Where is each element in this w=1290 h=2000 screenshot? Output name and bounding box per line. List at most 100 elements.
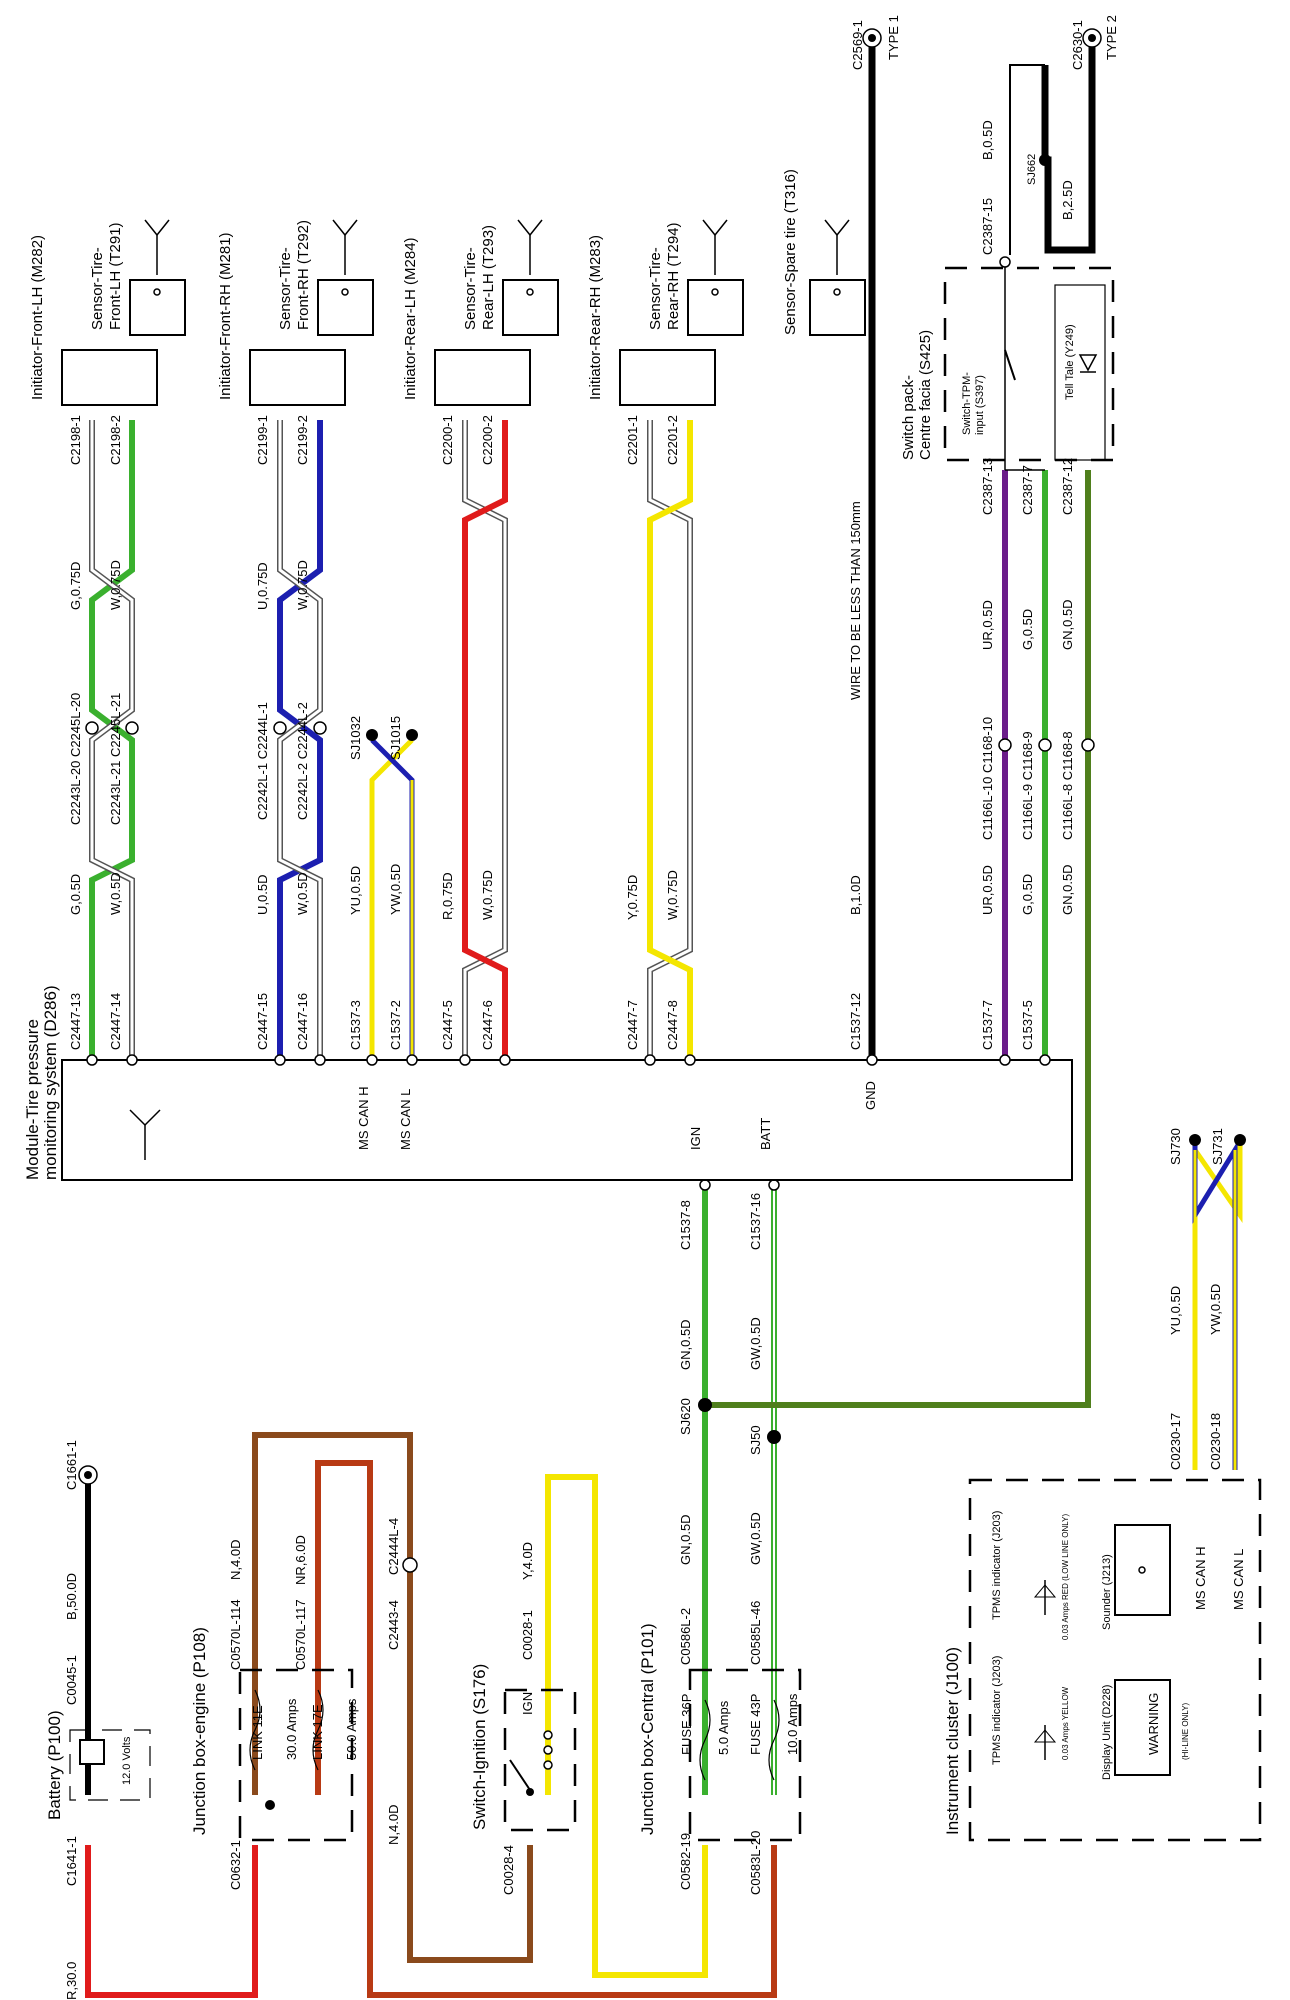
splice-sj731 bbox=[1234, 1134, 1246, 1146]
antenna-icon-rrh bbox=[702, 219, 728, 275]
display-unit-box bbox=[1114, 1679, 1171, 1776]
conn-c2199-1: C2199-1 bbox=[255, 415, 270, 465]
conn-c2447-5: C2447-5 bbox=[440, 1000, 455, 1050]
conn-c0583l-20: C0583L-20 bbox=[748, 1831, 763, 1895]
wire-label-b05: B,0.5D bbox=[980, 120, 995, 160]
wire-label-y4: Y,4.0D bbox=[520, 1542, 535, 1580]
sensor-rear-rh-line2: Rear-RH (T294) bbox=[665, 222, 682, 330]
switch-tpm-icon bbox=[1004, 349, 1016, 381]
wire-label-r075: R,0.75D bbox=[440, 872, 455, 920]
wire-label-yw05: YW,0.5D bbox=[1208, 1284, 1223, 1335]
wire-label-w075b: W,0.75D bbox=[295, 560, 310, 610]
tpms-indicator-yellow: TPMS indicator (J203) bbox=[991, 1656, 1003, 1765]
wire-label-b50: B,50.0D bbox=[64, 1573, 79, 1620]
cluster-ms-can-l: MS CAN L bbox=[1231, 1549, 1246, 1610]
splice-sj1015 bbox=[406, 729, 418, 741]
tpms-red-lamp-icon bbox=[1033, 1580, 1057, 1615]
wire-label-b1: B,1.0D bbox=[848, 875, 863, 915]
conn-c1661-1: C1661-1 bbox=[64, 1440, 79, 1490]
ignition-title: Switch-Ignition (S176) bbox=[470, 1664, 489, 1830]
splice-sj662 bbox=[1039, 154, 1051, 166]
conn-c1537-2: C1537-2 bbox=[388, 1000, 403, 1050]
conn-sj731: SJ731 bbox=[1210, 1128, 1225, 1165]
tell-tale-lamp-icon bbox=[1078, 354, 1098, 373]
tpms-yellow-lamp-icon bbox=[1033, 1725, 1057, 1760]
wire-label-nr6: NR,6.0D bbox=[293, 1535, 308, 1585]
module-batt: BATT bbox=[758, 1118, 773, 1150]
tpms-indicator-red-spec: 0.03 Amps RED (LOW LINE ONLY) bbox=[1061, 1514, 1070, 1640]
sounder-icon bbox=[1138, 1566, 1146, 1574]
module-gnd: GND bbox=[863, 1081, 878, 1110]
wire-label-yu05: YU,0.5D bbox=[1168, 1286, 1183, 1335]
conn-sj1015: SJ1015 bbox=[388, 716, 403, 760]
initiator-front-lh-box bbox=[61, 349, 158, 406]
battery: Battery (P100) 12.0 Volts C1641-1 C0045-… bbox=[45, 1440, 151, 2000]
wire-label-w075a: W,0.75D bbox=[108, 560, 123, 610]
wire-label-gw05a: GW,0.5D bbox=[748, 1512, 763, 1565]
splice-sj730 bbox=[1189, 1134, 1201, 1146]
conn-c2242l-1: C2242L-1 C2244L-1 bbox=[255, 702, 270, 820]
conn-c2447-7: C2447-7 bbox=[625, 1000, 640, 1050]
fuse-link17-icon bbox=[312, 1689, 324, 1771]
conn-c0230-18: C0230-18 bbox=[1208, 1413, 1223, 1470]
tell-tale-label: Tell Tale (Y249) bbox=[1064, 324, 1076, 400]
conn-c2199-2: C2199-2 bbox=[295, 415, 310, 465]
junction-box-central: Junction box-Central (P101) FUSE 36P 5.0… bbox=[638, 1512, 802, 1895]
wire-label-yu05b: YU,0.5D bbox=[348, 866, 363, 915]
wire-label-ur05a: UR,0.5D bbox=[980, 865, 995, 915]
wire-label-r30: R,30.0 bbox=[64, 1962, 79, 2000]
switch-tpm-line1: Switch-TPM- bbox=[961, 372, 973, 435]
battery-title: Battery (P100) bbox=[45, 1710, 64, 1820]
conn-sj50: SJ50 bbox=[748, 1425, 763, 1455]
conn-c2444l-4: C2444L-4 bbox=[386, 1518, 401, 1575]
sensor-rear-rh-line1: Sensor-Tire- bbox=[647, 247, 664, 330]
conn-c1166l-10: C1166L-10 C1168-10 bbox=[980, 717, 995, 840]
antenna-icon bbox=[129, 1109, 161, 1160]
conn-c2443-4: C2443-4 bbox=[386, 1600, 401, 1650]
conn-c1537-3: C1537-3 bbox=[348, 1000, 363, 1050]
antenna-icon-rlh bbox=[517, 219, 543, 275]
conn-c2242l-2: C2242L-2 C2244L-2 bbox=[295, 702, 310, 820]
conn-c0570l-114: C0570L-114 bbox=[228, 1599, 243, 1670]
wire-label-b25: B,2.5D bbox=[1060, 180, 1075, 220]
initiator-rear-rh-label: Initiator-Rear-RH (M283) bbox=[587, 235, 604, 400]
ground-points: C2569-1 TYPE 1 C2630-1 TYPE 2 bbox=[850, 15, 1119, 70]
wire-b25 bbox=[1009, 64, 1045, 255]
conn-c1641-1: C1641-1 bbox=[64, 1836, 79, 1886]
junction-engine-title: Junction box-engine (P108) bbox=[190, 1627, 209, 1835]
conn-c2447-8: C2447-8 bbox=[665, 1000, 680, 1050]
conn-c0028-1: C0028-1 bbox=[520, 1610, 535, 1660]
switch-ignition: Switch-Ignition (S176) IGN C0028-4 C0028… bbox=[470, 1542, 577, 1895]
wire-label-g075: G,0.75D bbox=[68, 562, 83, 610]
battery-volts: 12.0 Volts bbox=[121, 1736, 133, 1785]
initiator-front-rh-label: Initiator-Front-RH (M281) bbox=[217, 232, 234, 400]
switch-pack: Switch pack- Centre facia (S425) Switch-… bbox=[900, 120, 1115, 515]
conn-c2387-15: C2387-15 bbox=[980, 198, 995, 255]
fuse-link11-icon bbox=[249, 1689, 261, 1771]
conn-c1166l-8: C1166L-8 C1168-8 bbox=[1060, 731, 1075, 840]
wire-label-ur05b: UR,0.5D bbox=[980, 600, 995, 650]
module-tpms: Module-Tire pressure monitoring system (… bbox=[23, 985, 1073, 1181]
conn-c2387-13: C2387-13 bbox=[980, 458, 995, 515]
conn-c2447-6: C2447-6 bbox=[480, 1000, 495, 1050]
sensor-front-rh-line1: Sensor-Tire- bbox=[277, 247, 294, 330]
instrument-cluster: Instrument cluster (J100) TPMS indicator… bbox=[943, 1128, 1262, 1842]
link11-label: LINK 11E bbox=[250, 1705, 265, 1760]
conn-sj730: SJ730 bbox=[1168, 1128, 1183, 1165]
module-title-2: monitoring system (D286) bbox=[41, 985, 60, 1180]
switch-pack-title-1: Switch pack- bbox=[900, 375, 917, 460]
conn-c2200-2: C2200-2 bbox=[480, 415, 495, 465]
wire-label-u05: U,0.5D bbox=[255, 875, 270, 915]
wire-yu-mod bbox=[369, 738, 414, 1060]
fuse36-label: FUSE 36P bbox=[679, 1694, 694, 1755]
module-connector-points bbox=[86, 1054, 1051, 1066]
wire-labels-upper: G,0.75D W,0.75D U,0.75D W,0.75D UR,0.5D … bbox=[68, 560, 1075, 650]
fuse43-amps: 10.0 Amps bbox=[785, 1693, 800, 1755]
antenna-icon-frh bbox=[332, 219, 358, 275]
wire-r30 bbox=[85, 1845, 258, 1998]
wire-nr6 bbox=[315, 1460, 777, 1998]
conn-sj662: SJ662 bbox=[1026, 154, 1038, 185]
conn-c2569-1: C2569-1 bbox=[850, 20, 865, 70]
conn-c1537-12: C1537-12 bbox=[848, 993, 863, 1050]
